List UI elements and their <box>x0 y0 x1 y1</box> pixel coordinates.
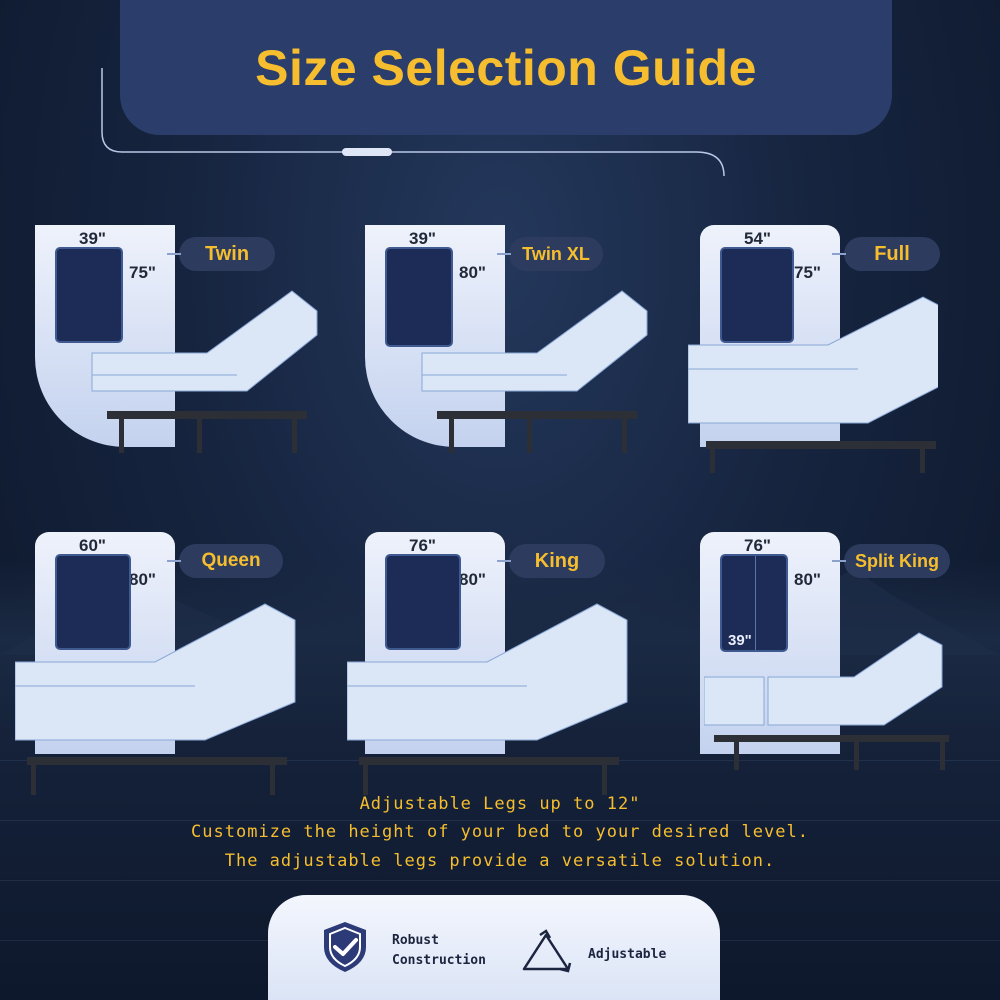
width-label: 60" <box>79 536 106 555</box>
size-name-tag: Queen <box>167 544 283 578</box>
split-divider <box>755 556 756 650</box>
mattress-outline <box>720 247 794 343</box>
ripple <box>0 880 1000 881</box>
width-label: 39" <box>409 229 436 248</box>
length-label: 75" <box>794 263 821 282</box>
size-card-queen: 60" 80" Queen <box>15 532 335 795</box>
decorative-line <box>101 68 725 177</box>
length-label: 75" <box>129 263 156 282</box>
mattress-outline <box>55 554 131 650</box>
info-versatile: The adjustable legs provide a versatile … <box>224 851 776 871</box>
info-legs: Adjustable Legs up to 12" <box>359 794 641 814</box>
shield-check-icon <box>324 922 366 972</box>
width-label: 54" <box>744 229 771 248</box>
size-card-split-king: 76" 80" 39" Split King <box>700 532 1000 792</box>
width-label: 76" <box>744 536 771 555</box>
feature-label-line: Construction <box>392 953 486 968</box>
length-label: 80" <box>794 570 821 589</box>
feature-bar: Robust Construction Adjustable <box>268 895 720 1000</box>
size-card-full: 54" 75" Full <box>688 225 1000 485</box>
width-label: 76" <box>409 536 436 555</box>
feature-label-line: Robust <box>392 933 439 948</box>
width-label: 39" <box>79 229 106 248</box>
adjustable-bed-icon <box>347 603 628 795</box>
size-name-tag: Split King <box>832 544 950 578</box>
mattress-outline <box>385 554 461 650</box>
adjustable-bed-icon <box>15 603 296 795</box>
size-card-king: 76" 80" King <box>347 532 665 795</box>
adjustable-bed-icon <box>91 290 318 453</box>
title-banner: Size Selection Guide <box>120 0 892 135</box>
adjust-triangle-icon <box>522 929 572 973</box>
info-customize: Customize the height of your bed to your… <box>191 822 809 842</box>
adjustable-bed-icon <box>704 632 949 770</box>
mattress-outline <box>385 247 453 347</box>
size-card-twin: 39" 75" Twin <box>35 225 335 485</box>
page-title: Size Selection Guide <box>255 39 757 96</box>
size-card-twin-xl: 39" 80" Twin XL <box>365 225 665 485</box>
size-name-tag: King <box>497 544 605 578</box>
mattress-outline: 39" <box>720 554 788 652</box>
adjustable-bed-icon <box>421 290 648 453</box>
size-name-tag: Twin <box>167 237 275 271</box>
length-label: 80" <box>129 570 156 589</box>
mattress-outline <box>55 247 123 343</box>
feature-adjustable-label: Adjustable <box>588 947 667 962</box>
feature-robust-label: Robust Construction <box>392 931 486 971</box>
adjustable-bed-icon <box>688 296 938 473</box>
length-label: 80" <box>459 570 486 589</box>
size-panel: 39" 75" <box>35 225 175 447</box>
size-name-tag: Twin XL <box>497 237 603 271</box>
half-width-label: 39" <box>728 632 752 649</box>
size-panel: 39" 80" <box>365 225 505 447</box>
size-name-tag: Full <box>832 237 940 271</box>
ripple <box>0 820 1000 821</box>
length-label: 80" <box>459 263 486 282</box>
